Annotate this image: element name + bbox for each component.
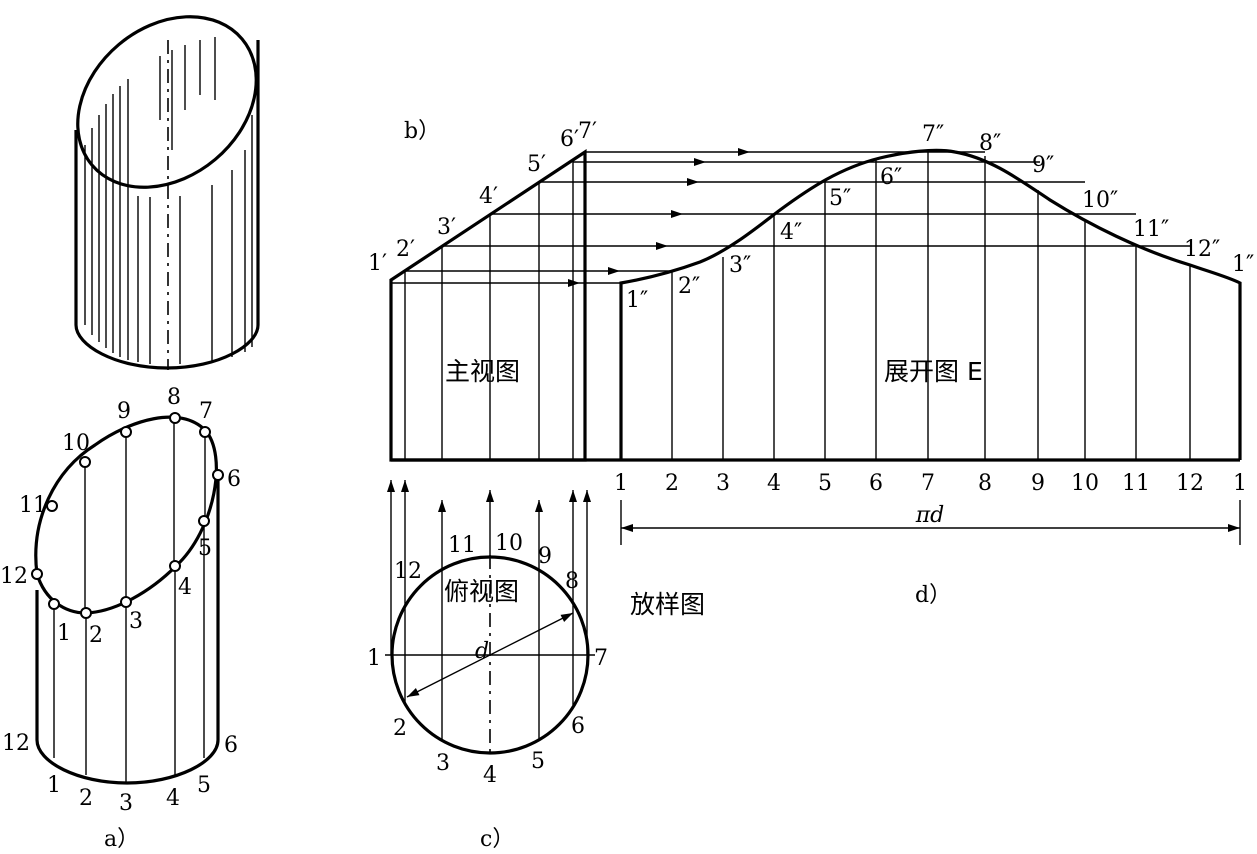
point-label: 2: [393, 716, 407, 741]
layout-title: 放样图: [630, 590, 705, 619]
point-label: 2: [89, 623, 103, 648]
front-view-labels: 1′ 2′ 3′ 4′ 5′ 6′ 7′: [368, 119, 597, 276]
cylinder-3d-hatching: [84, 37, 253, 364]
point-label: 1: [47, 773, 61, 798]
panel-a-cylinder: 1 2 3 4 5 6 7 8 9 10 11 12 12 1 2 3 4 5 …: [0, 385, 241, 852]
panel-a-point-markers: [31, 412, 224, 619]
baseline-label: 4: [767, 471, 781, 496]
baseline-label: 8: [978, 471, 992, 496]
point-label: 9: [538, 544, 552, 569]
front-view-element-lines: [404, 160, 574, 460]
point-label: 4: [483, 763, 497, 788]
point-label: 7′: [578, 119, 597, 144]
baseline-label: 11: [1122, 471, 1150, 496]
point-label: 8: [167, 385, 181, 410]
point-label: 1″: [626, 288, 648, 313]
point-label: 9: [117, 399, 131, 424]
point-label: 3: [129, 609, 143, 634]
point-label: 4: [178, 575, 192, 600]
baseline-label: 7: [921, 471, 935, 496]
point-label: 7: [199, 399, 213, 424]
panel-c-top-view: d 1 2 3 4 5 6 7 8 9 10 11 12 俯视图 放样图 c）: [367, 480, 705, 852]
point-label: 2″: [678, 274, 700, 299]
point-label: 12: [0, 564, 28, 589]
baseline-label: 9: [1031, 471, 1045, 496]
point-label: 12: [394, 559, 422, 584]
point-label: 11″: [1133, 217, 1169, 242]
baseline-label: 2: [665, 471, 679, 496]
point-label: 6: [224, 733, 238, 758]
panel-a-base-labels: 12 1 2 3 4 5 6: [2, 731, 238, 816]
baseline-label: 5: [818, 471, 832, 496]
cylinder-3d-outline: [74, 40, 260, 370]
point-label: 7″: [922, 122, 944, 147]
point-label: 3″: [729, 253, 751, 278]
panel-a-outline: [35, 470, 220, 785]
point-label: 3′: [437, 215, 456, 240]
point-label: 7: [594, 646, 608, 671]
development-element-lines: [671, 150, 1191, 460]
development-curve-labels: 1″ 2″ 3″ 4″ 5″ 6″ 7″ 8″ 9″ 10″ 11″ 12″ 1…: [626, 122, 1254, 313]
point-label: 6: [571, 714, 585, 739]
baseline-label: 12: [1176, 471, 1204, 496]
top-view-up-arrows: [387, 480, 591, 655]
point-label: 6″: [880, 165, 902, 190]
baseline-label: 10: [1071, 471, 1099, 496]
point-label: 1: [57, 621, 71, 646]
point-label: 2: [79, 786, 93, 811]
cylinder-3d-cut-face: [76, 15, 258, 189]
point-label: 8: [565, 569, 579, 594]
point-label: 1″: [1232, 252, 1254, 277]
point-label: 2′: [396, 237, 415, 262]
point-label: 3: [436, 751, 450, 776]
panel-a-element-lines: [53, 418, 206, 782]
point-label: 3: [119, 791, 133, 816]
point-label: 10: [62, 431, 90, 456]
panel-b-front-view: 1′ 2′ 3′ 4′ 5′ 6′ 7′ 主视图 b）: [368, 119, 597, 462]
projection-lines: [391, 148, 1190, 287]
cut-cylinder-3d: [74, 15, 260, 370]
point-label: 6′: [560, 127, 579, 152]
point-label: 12″: [1184, 237, 1220, 262]
development-outline: [619, 148, 1242, 460]
point-label: 11: [448, 533, 476, 558]
point-label: 6: [227, 467, 241, 492]
diameter-dimension: [406, 612, 574, 698]
diameter-label: d: [475, 639, 489, 664]
point-label: 5: [531, 749, 545, 774]
point-label: 8″: [979, 131, 1001, 156]
point-label: 10: [495, 531, 523, 556]
point-label: 4″: [780, 220, 802, 245]
development-title: 展开图 E: [884, 357, 983, 386]
point-label: 12: [2, 731, 30, 756]
point-label: 5: [197, 773, 211, 798]
point-label: 4: [166, 786, 180, 811]
development-length-label: πd: [915, 503, 945, 528]
point-label: 1: [367, 646, 381, 671]
point-label: 10″: [1082, 188, 1118, 213]
point-label: 5′: [527, 152, 546, 177]
baseline-label: 1: [1233, 471, 1247, 496]
development-baseline-labels: 1 2 3 4 5 6 7 8 9 10 11 12 1: [614, 471, 1247, 496]
baseline-label: 1: [614, 471, 628, 496]
panel-a-top-labels: 1 2 3 4 5 6 7 8 9 10 11 12: [0, 385, 241, 648]
top-view-title: 俯视图: [444, 577, 519, 606]
caption-a: a）: [104, 827, 139, 852]
caption-b: b）: [404, 119, 440, 144]
point-label: 1′: [368, 251, 387, 276]
point-label: 5: [198, 536, 212, 561]
caption-d: d）: [915, 583, 951, 608]
point-label: 11: [19, 493, 47, 518]
front-view-title: 主视图: [445, 357, 520, 386]
baseline-label: 6: [869, 471, 883, 496]
point-label: 5″: [829, 186, 851, 211]
top-view-labels: 1 2 3 4 5 6 7 8 9 10 11 12: [367, 531, 608, 788]
baseline-label: 3: [716, 471, 730, 496]
panel-d-development: 1″ 2″ 3″ 4″ 5″ 6″ 7″ 8″ 9″ 10″ 11″ 12″ 1…: [391, 122, 1254, 608]
point-label: 9″: [1032, 153, 1054, 178]
point-label: 4′: [479, 184, 498, 209]
caption-c: c）: [480, 827, 514, 852]
